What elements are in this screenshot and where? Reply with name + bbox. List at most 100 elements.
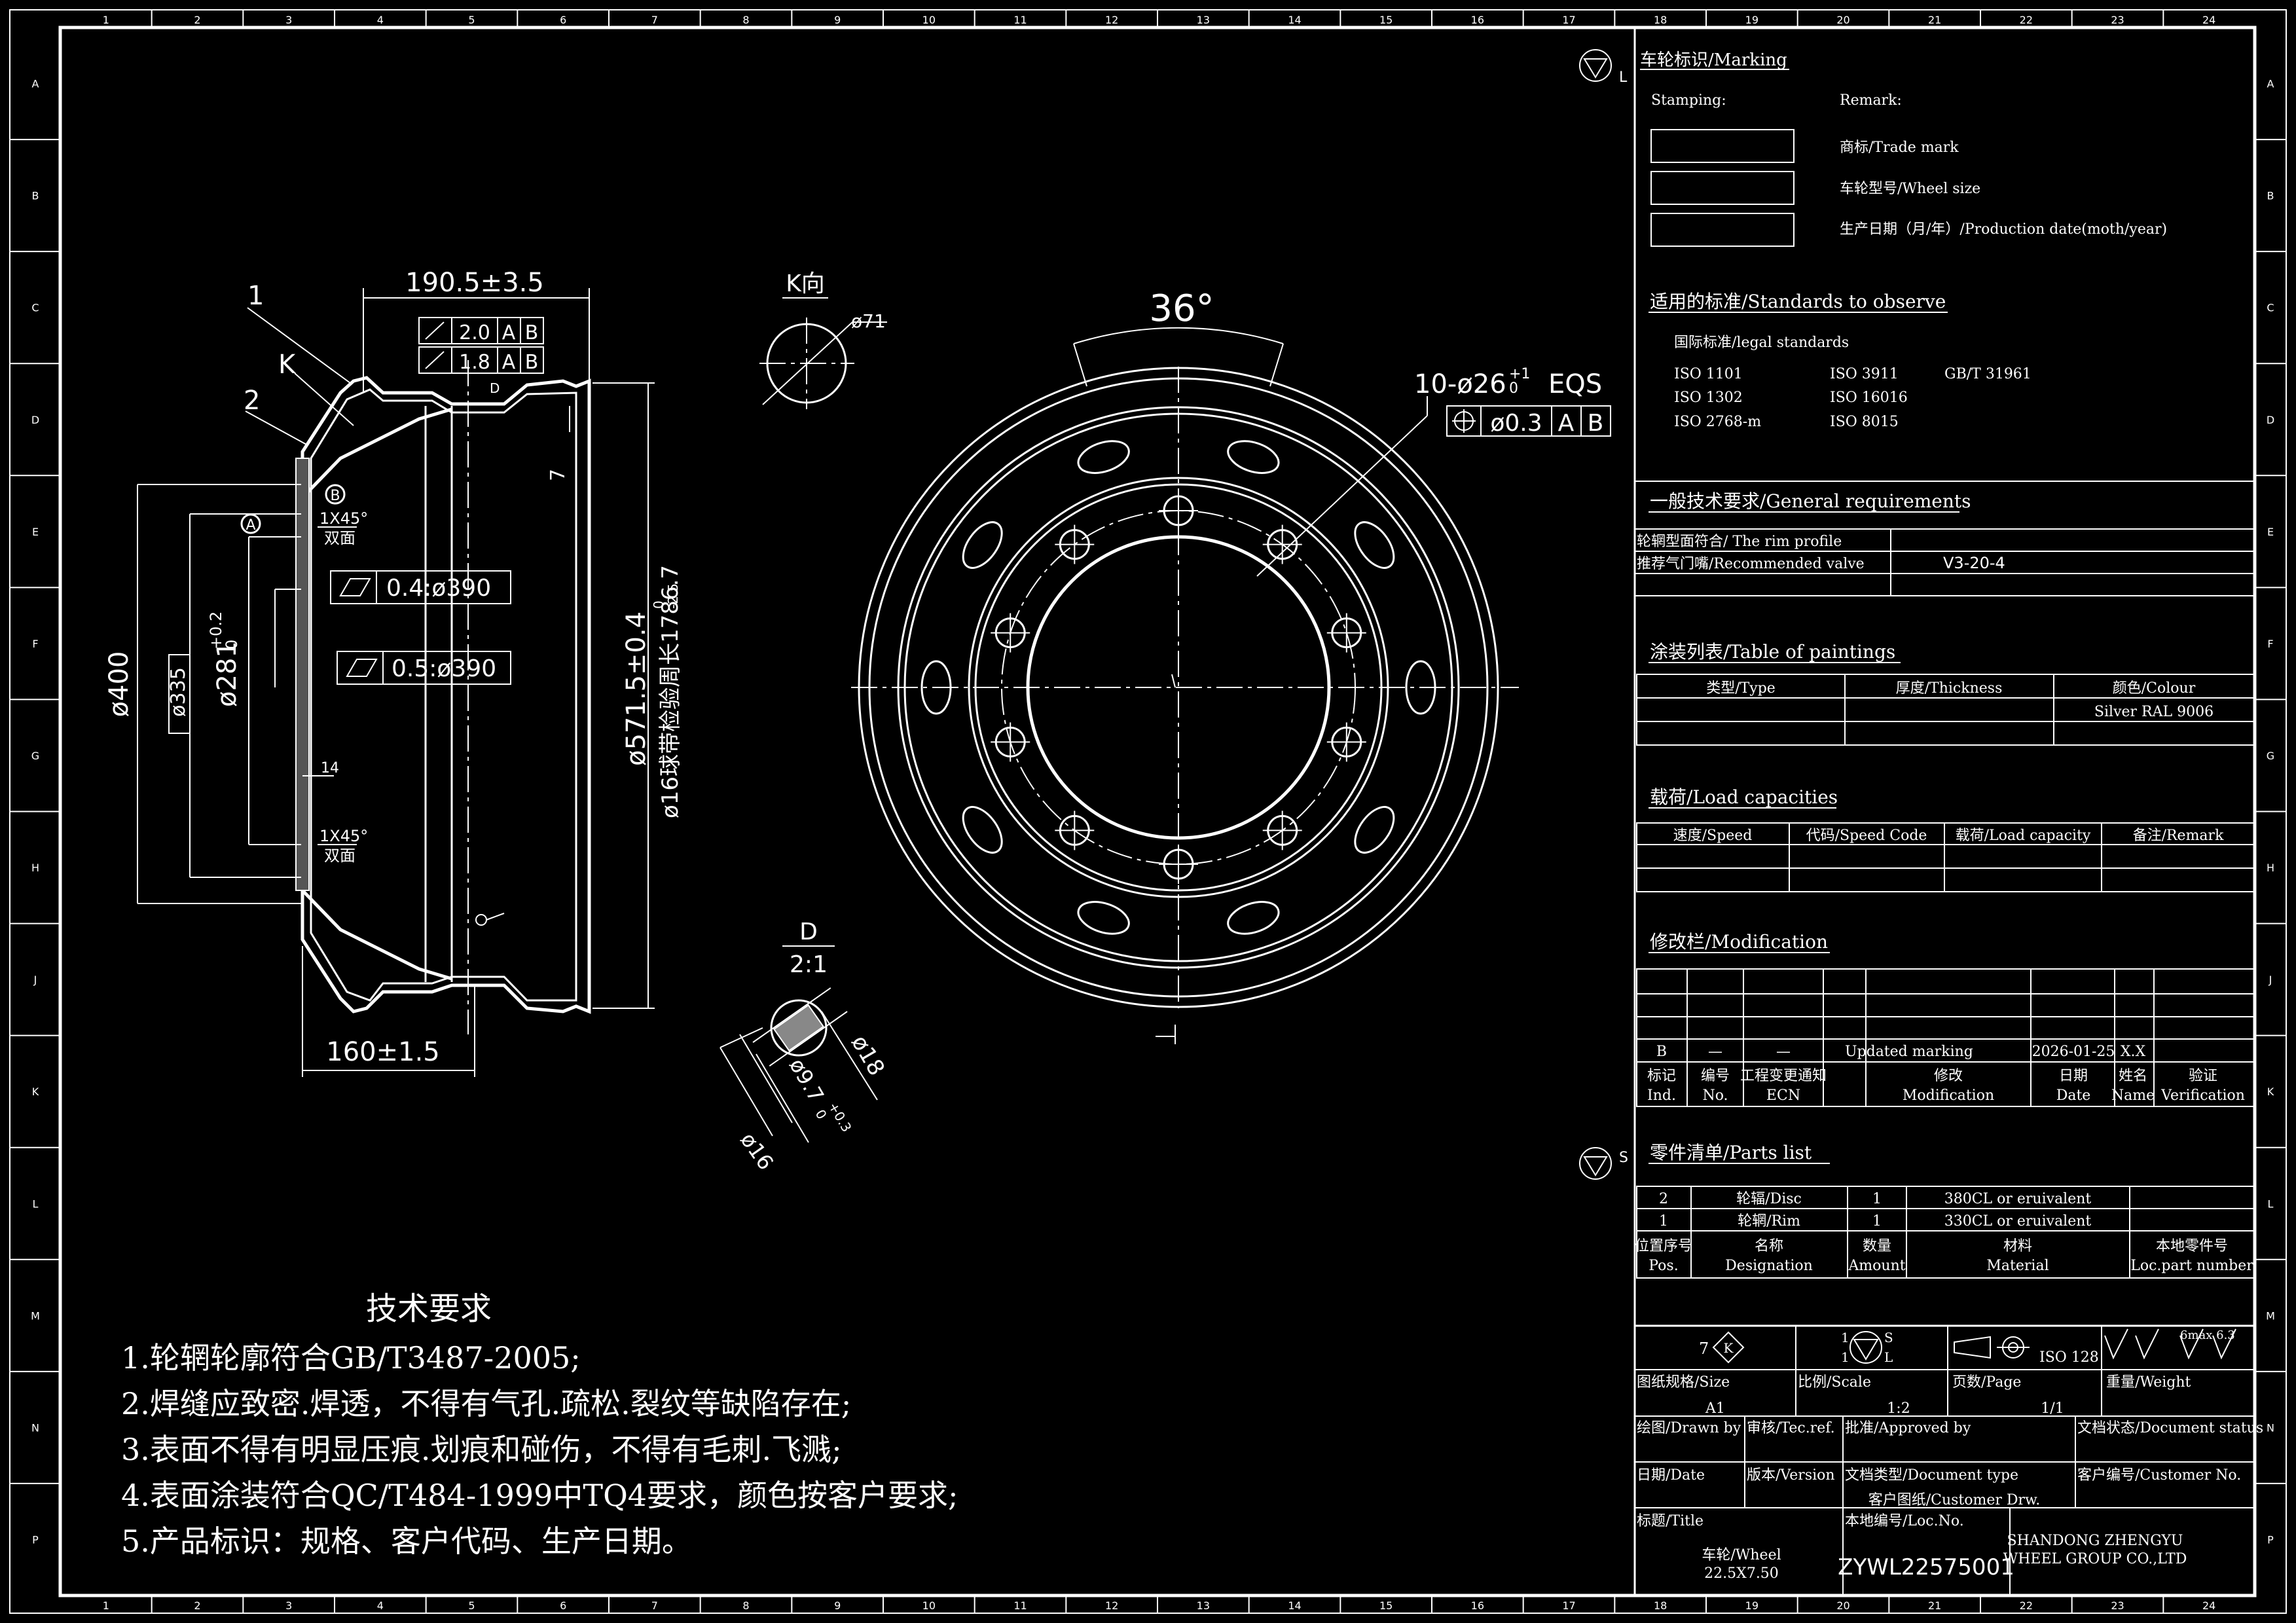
grid-row-label: K (2267, 1085, 2274, 1098)
grid-col-label: 9 (834, 1599, 841, 1612)
part-2-label: 2 (244, 386, 260, 416)
loc-number: ZYWL22575001 (1838, 1554, 2014, 1580)
tech-req-item: 3.表面不得有明显压痕.划痕和碰伤，不得有毛刺.飞溅; (121, 1432, 842, 1467)
grid-col-label: 2 (194, 14, 200, 26)
grid-col-label: 22 (2020, 14, 2033, 26)
svg-text:EQS: EQS (1548, 369, 1602, 399)
parts-header: Amount (1848, 1258, 1905, 1274)
grid-row-label: G (31, 750, 39, 762)
projection-circle-icon (1850, 1331, 1882, 1364)
svg-text:轮辋/Rim: 轮辋/Rim (1738, 1213, 1800, 1230)
svg-text:载荷/Load capacity: 载荷/Load capacity (1956, 828, 2091, 844)
chamfer-bottom-sub: 双面 (324, 847, 355, 865)
svg-text:比例/Scale: 比例/Scale (1798, 1374, 1871, 1391)
grid-row-label: F (32, 638, 38, 650)
grid-col-label: 10 (922, 1599, 936, 1612)
grid-col-label: 11 (1013, 14, 1027, 26)
svg-text:版本/Version: 版本/Version (1747, 1467, 1835, 1484)
grid-col-label: 6 (560, 14, 566, 26)
d-view-title: D (799, 919, 818, 945)
parts-header: Designation (1725, 1258, 1813, 1274)
svg-text:0: 0 (812, 1107, 830, 1122)
mod-header: 标记 (1647, 1068, 1676, 1084)
grid-row-label: G (2267, 750, 2274, 762)
datum-b-label: B (330, 488, 340, 504)
mod-header: 验证 (2189, 1068, 2217, 1084)
svg-text:速度/Speed: 速度/Speed (1673, 828, 1753, 844)
section-view: B A 1 2 K 190.5±3.5 2.0 A B (104, 268, 683, 1077)
svg-text:1:2: 1:2 (1887, 1400, 1910, 1417)
grid-col-label: 15 (1379, 1599, 1393, 1612)
grid-row-label: B (32, 190, 39, 202)
grid-row-label: C (31, 302, 39, 314)
svg-text:—: — (1776, 1044, 1791, 1060)
tech-req-title: 技术要求 (366, 1290, 492, 1327)
company-name: WHEEL GROUP CO.,LTD (2003, 1551, 2187, 1567)
svg-text:2.0: 2.0 (459, 321, 490, 344)
grid-col-label: 17 (1562, 1599, 1575, 1612)
grid-col-label: 10 (922, 14, 936, 26)
hand-hole (920, 660, 952, 715)
svg-text:330CL or eruivalent: 330CL or eruivalent (1944, 1213, 2092, 1230)
svg-text:轮辋型面符合/ The rim profile: 轮辋型面符合/ The rim profile (1637, 534, 1842, 550)
parts-row: 1 轮辋/Rim 1 330CL or eruivalent (1659, 1213, 2091, 1230)
dim-d400: ø400 (104, 651, 134, 718)
holes-callout: 10-ø26 (1414, 369, 1506, 399)
chamfer-bottom: 1X45° (319, 827, 368, 845)
roughness-icon: 6max 6.3 (2104, 1328, 2236, 1360)
sheet-frame: 1122334455667788991010111112121313141415… (9, 9, 2287, 1614)
parts-header: Pos. (1649, 1258, 1678, 1274)
grid-col-label: 19 (1745, 14, 1758, 26)
grid-col-label: 12 (1105, 14, 1118, 26)
grid-col-label: 20 (1836, 14, 1850, 26)
standard-item: ISO 2768-m (1674, 414, 1761, 430)
grid-row-label: F (2267, 638, 2273, 650)
grid-col-label: 24 (2202, 14, 2215, 26)
svg-text:1: 1 (1872, 1191, 1882, 1207)
svg-text:+0.3: +0.3 (825, 1099, 854, 1135)
grid-col-label: 8 (742, 1599, 749, 1612)
svg-text:6max 6.3: 6max 6.3 (2180, 1328, 2235, 1342)
svg-text:客户图纸/Customer Drw.: 客户图纸/Customer Drw. (1868, 1492, 2041, 1508)
standard-item: ISO 8015 (1830, 414, 1899, 430)
grid-col-label: 13 (1197, 1599, 1210, 1612)
parts-header: 位置序号 (1635, 1238, 1692, 1254)
hand-hole (962, 521, 1003, 569)
svg-text:Stamping:: Stamping: (1651, 92, 1726, 109)
k-label: K (278, 350, 297, 380)
hand-hole (1354, 806, 1395, 854)
svg-text:S: S (1619, 1150, 1628, 1166)
drawing-title: 车轮/Wheel (1702, 1547, 1781, 1563)
grid-row-label: P (2267, 1533, 2274, 1546)
dim-width-bottom: 160±1.5 (326, 1037, 439, 1067)
front-view: 36° 10-ø26 +1 0 EQS ø0.3 A B (851, 287, 1611, 1044)
grid-row-label: J (33, 974, 37, 986)
grid-row-label: L (2268, 1197, 2274, 1210)
svg-text:L: L (1884, 1349, 1893, 1365)
grid-row-label: J (2269, 974, 2272, 986)
paint-colour-value: Silver RAL 9006 (2094, 704, 2214, 720)
k-view-title: K向 (786, 270, 825, 297)
grid-col-label: 5 (468, 14, 475, 26)
runout-frame-2: 1.8 A B (418, 346, 544, 374)
svg-text:+1: +1 (1509, 366, 1530, 382)
svg-text:0.5:ø390: 0.5:ø390 (392, 655, 496, 682)
svg-text:1.8: 1.8 (459, 351, 490, 374)
grid-col-label: 21 (1928, 14, 1941, 26)
dim-d571: ø571.5±0.4 (621, 611, 651, 766)
parts-header: Loc.part number (2130, 1258, 2253, 1274)
grid-col-label: 20 (1836, 1599, 1850, 1612)
chamfer-top: 1X45° (319, 509, 368, 528)
svg-text:1: 1 (1659, 1213, 1668, 1230)
mod-row: B — — Updated marking 2026-01-25 X.X (1656, 1044, 2146, 1060)
svg-text:国际标准/legal standards: 国际标准/legal standards (1674, 335, 1849, 351)
standard-item: ISO 16016 (1830, 390, 1908, 406)
dim-7: 7 (547, 469, 570, 481)
tech-req-item: 1.轮辋轮廓符合GB/T3487-2005; (121, 1340, 581, 1376)
mod-header: Name (2111, 1087, 2155, 1104)
parts-row: 2 轮辐/Disc 1 380CL or eruivalent (1659, 1191, 2091, 1207)
grid-col-label: 19 (1745, 1599, 1758, 1612)
svg-text:本地编号/Loc.No.: 本地编号/Loc.No. (1845, 1513, 1964, 1529)
svg-text:2: 2 (1659, 1191, 1668, 1207)
marking-item: 生产日期（月/年）/Production date(moth/year) (1840, 221, 2167, 238)
